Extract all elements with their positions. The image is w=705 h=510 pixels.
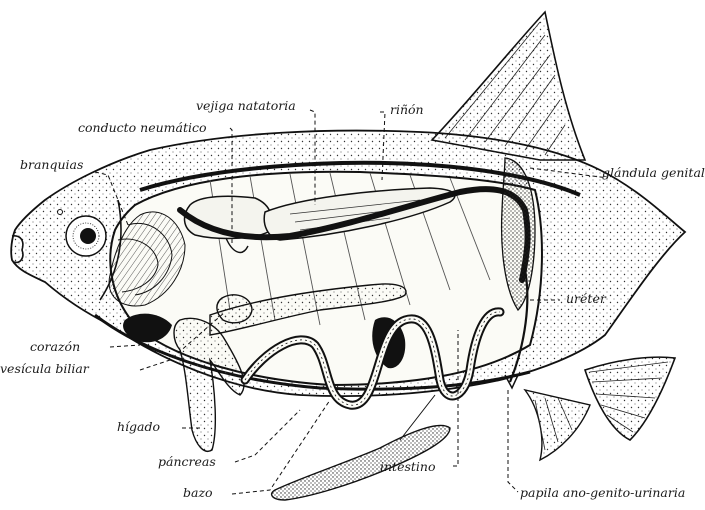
leader-corazon bbox=[110, 345, 140, 347]
label-intestino: intestino bbox=[380, 460, 435, 474]
label-bazo: bazo bbox=[183, 486, 213, 500]
label-branquias: branquias bbox=[20, 158, 83, 172]
caudal-fin bbox=[585, 357, 675, 440]
label-ureter: uréter bbox=[566, 292, 606, 306]
label-vejiga-natatoria: vejiga natatoria bbox=[196, 99, 296, 113]
label-pancreas: páncreas bbox=[158, 455, 216, 469]
pupil bbox=[80, 228, 96, 244]
label-corazon: corazón bbox=[30, 340, 80, 354]
label-conducto-neumatico: conducto neumático bbox=[78, 121, 207, 135]
label-glandula-genital: glándula genital bbox=[602, 166, 705, 180]
leader-papila bbox=[508, 390, 518, 492]
label-papila: papila ano-genito-urinaria bbox=[520, 486, 685, 500]
label-rinon: riñón bbox=[390, 103, 424, 117]
label-vesicula-biliar: vesícula biliar bbox=[0, 362, 89, 376]
leader-pancreas bbox=[235, 410, 300, 462]
label-higado: hígado bbox=[117, 420, 160, 434]
